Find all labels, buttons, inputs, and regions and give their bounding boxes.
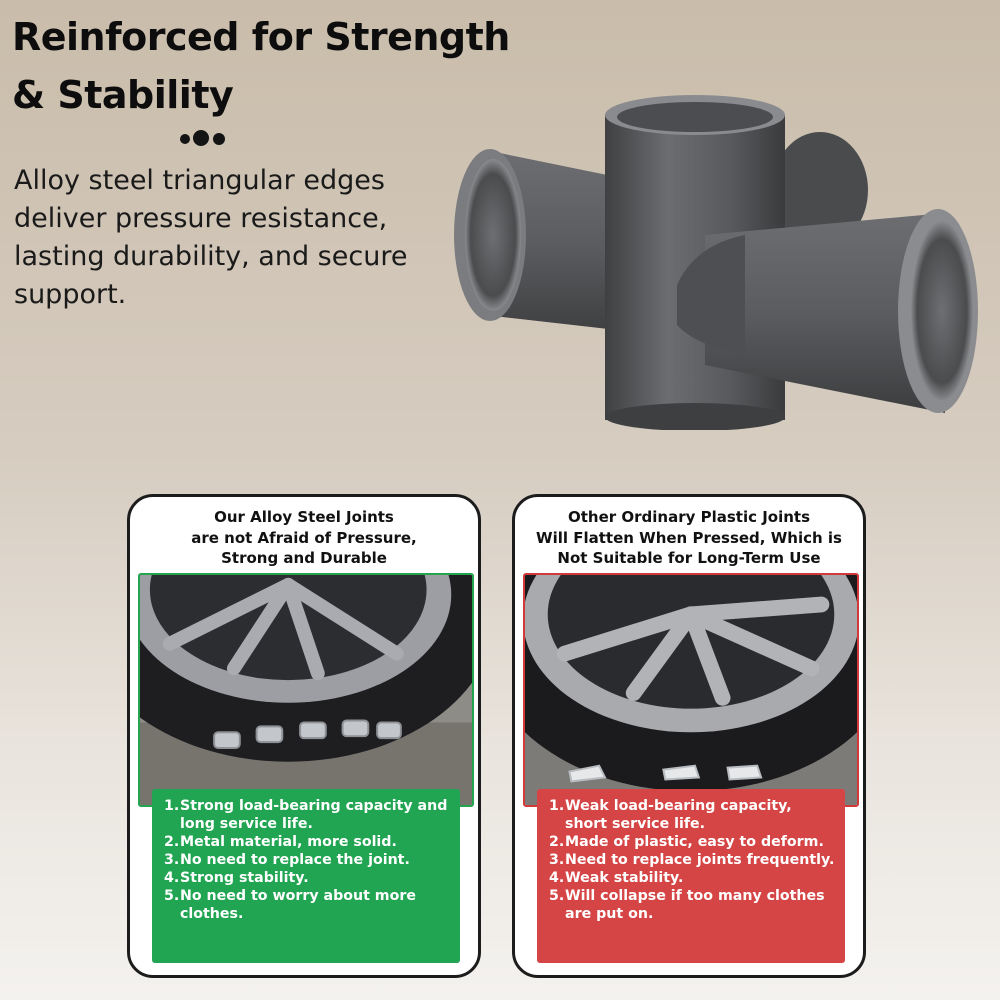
headline: Reinforced for Strength & Stability [12, 15, 510, 117]
plastic-card-title-line: Other Ordinary Plastic Joints [567, 508, 811, 526]
alloy-card-title-line: are not Afraid of Pressure, [191, 528, 417, 547]
alloy-card-title: Our Alloy Steel Joints are not Afraid of… [130, 507, 478, 569]
list-item-text: Need to replace joints frequently. [565, 852, 835, 868]
list-item: 2.Made of plastic, easy to deform. [549, 833, 835, 851]
plastic-joint-card: Other Ordinary Plastic Joints Will Flatt… [512, 494, 866, 978]
plastic-joint-tire-photo [523, 573, 859, 807]
alloy-joint-tire-photo [138, 573, 474, 807]
list-item-text: Weak load-bearing capacity, short servic… [565, 798, 792, 832]
list-item-text: Will collapse if too many clothes are pu… [565, 888, 825, 922]
plastic-card-title-line: Will Flatten When Pressed, Which is [536, 528, 842, 547]
list-item: 2.Metal material, more solid. [164, 833, 450, 851]
list-item: 5.No need to worry about more clothes. [164, 887, 450, 923]
list-item-text: Weak stability. [565, 870, 684, 886]
list-item: 4.Strong stability. [164, 869, 450, 887]
list-item: 1.Weak load-bearing capacity, short serv… [549, 797, 835, 833]
plastic-card-title: Other Ordinary Plastic Joints Will Flatt… [515, 507, 863, 569]
list-item: 4.Weak stability. [549, 869, 835, 887]
alloy-card-title-line: Our Alloy Steel Joints [214, 508, 394, 526]
three-dots-icon [180, 128, 232, 148]
list-item-text: No need to worry about more clothes. [180, 888, 416, 922]
plastic-disadvantages-list: 1.Weak load-bearing capacity, short serv… [537, 789, 845, 963]
list-item: 1.Strong load-bearing capacity and long … [164, 797, 450, 833]
list-item-text: Strong stability. [180, 870, 309, 886]
description: Alloy steel triangular edges deliver pre… [14, 165, 408, 310]
list-item: 5.Will collapse if too many clothes are … [549, 887, 835, 923]
list-item-text: Metal material, more solid. [180, 834, 397, 850]
list-item: 3.Need to replace joints frequently. [549, 852, 835, 868]
alloy-joint-card: Our Alloy Steel Joints are not Afraid of… [127, 494, 481, 978]
list-item-text: Strong load-bearing capacity and long se… [180, 798, 448, 832]
plastic-card-title-line: Not Suitable for Long-Term Use [557, 549, 821, 567]
list-item-text: No need to replace the joint. [180, 852, 410, 868]
alloy-card-title-line: Strong and Durable [221, 549, 387, 567]
list-item: 3.No need to replace the joint. [164, 851, 450, 869]
list-item-text: Made of plastic, easy to deform. [565, 834, 824, 850]
alloy-advantages-list: 1.Strong load-bearing capacity and long … [152, 789, 460, 963]
four-way-pipe-joint-icon [445, 95, 980, 431]
